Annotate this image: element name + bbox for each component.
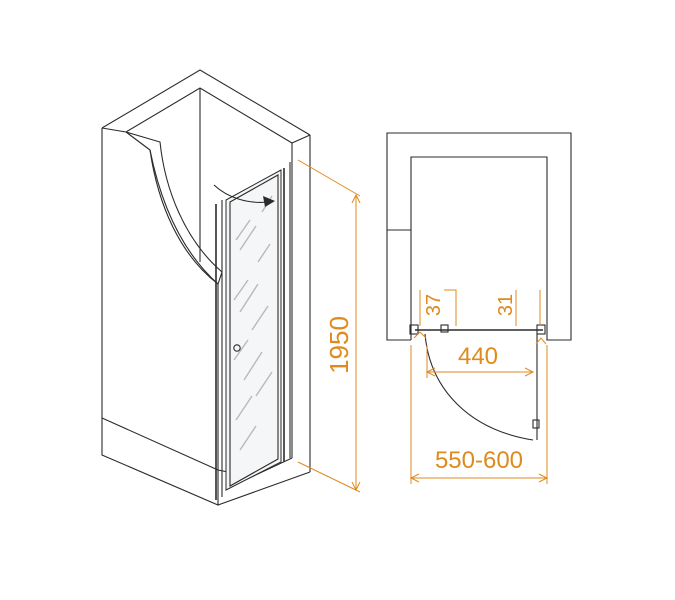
wall-curve-cut [125,131,223,285]
total-width-dimension [409,345,549,484]
total-width-label: 550-600 [435,447,523,474]
gap-left-dimension [413,289,457,339]
wall-inner-top [125,87,293,144]
isometric-enclosure [101,69,311,506]
door-handle-icon [233,344,241,352]
base-bottom-right [217,471,311,506]
glass-door-panel [225,169,282,491]
door-width-dimension [425,345,535,378]
gap-right-label: 31 [495,294,517,316]
height-dimension [297,159,361,493]
plan-wall-outline [386,132,572,341]
gap-left-label: 37 [423,294,445,316]
gap-right-dimension [515,290,547,345]
plan-view [386,132,572,441]
glass-reflection-streaks [233,195,273,451]
base-line-left [101,417,219,471]
plan-swing-arc [424,333,534,441]
arrow-head-icon [263,196,275,207]
wall-top-edge [101,69,311,136]
height-label: 1950 [324,316,354,374]
opening-arrow [213,184,269,203]
door-width-label: 440 [458,343,498,370]
left-wall-front [101,128,219,506]
